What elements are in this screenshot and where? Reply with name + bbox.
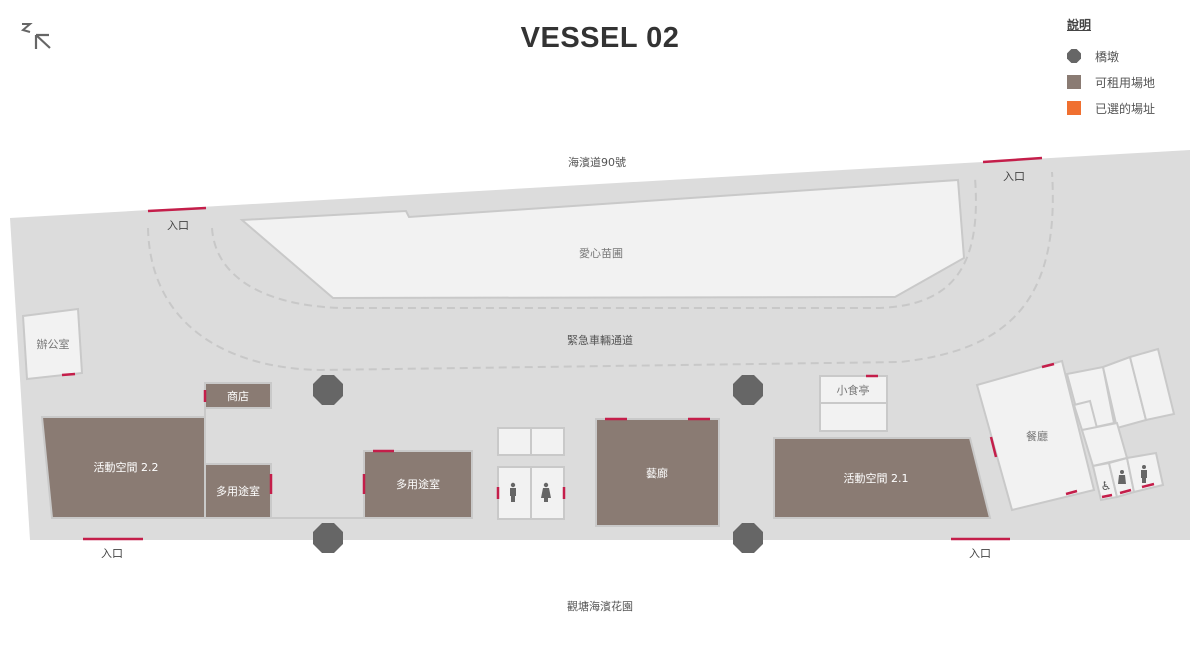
- room-nursery[interactable]: [239, 178, 966, 300]
- room-shop[interactable]: [204, 382, 272, 409]
- legend-label: 已選的場址: [1095, 101, 1156, 116]
- legend-label: 可租用場地: [1095, 75, 1156, 90]
- entrance-door: [147, 206, 207, 213]
- legend-label: 橋墩: [1095, 49, 1120, 64]
- entrance-label: 入口: [969, 547, 991, 560]
- storage-room: [497, 427, 532, 456]
- page-title: VESSEL 02: [520, 22, 680, 54]
- room-label-gallery: 藝廊: [646, 466, 668, 480]
- legend-item-rentable: 可租用場地: [1067, 69, 1155, 95]
- rentable-swatch-icon: [1067, 75, 1081, 89]
- pillar-octagon-icon: [1067, 49, 1081, 63]
- emergency-lane-inner: [211, 177, 977, 309]
- legend-item-pillar: 橋墩: [1067, 43, 1155, 69]
- legend-title: 說明: [1067, 18, 1092, 32]
- male-icon: [1141, 465, 1147, 483]
- park-label: 觀塘海濱花園: [567, 599, 633, 613]
- emergency-lane-label: 緊急車輛通道: [567, 333, 633, 347]
- entrance-label: 入口: [1003, 170, 1025, 183]
- entrance-label: 入口: [167, 219, 189, 232]
- male-icon: [510, 482, 516, 502]
- legend-item-selected: 已選的場址: [1067, 95, 1155, 121]
- room-label-multi-large: 多用途室: [396, 477, 440, 491]
- room-label-restaurant: 餐廳: [1026, 429, 1048, 443]
- emergency-lane-outer: [147, 171, 1054, 372]
- room-label-nursery: 愛心苗圃: [579, 247, 623, 260]
- room-office[interactable]: [21, 307, 84, 381]
- room-label-activity-2-1: 活動空間 2.1: [844, 471, 909, 485]
- pillar-icon: [313, 375, 343, 405]
- legend: 說明 橋墩 可租用場地 已選的場址: [1067, 16, 1155, 121]
- storage-room: [530, 427, 565, 456]
- pillar-icon: [313, 523, 343, 553]
- selected-swatch-icon: [1067, 101, 1081, 115]
- room-label-shop: 商店: [227, 389, 249, 403]
- room-label-office: 辦公室: [37, 337, 70, 351]
- entrance-label: 入口: [101, 547, 123, 560]
- collapse-arrows-icon[interactable]: [18, 18, 54, 54]
- room-gallery[interactable]: [595, 418, 720, 527]
- room-label-multi-small: 多用途室: [216, 484, 260, 498]
- room-activity-2-1[interactable]: [773, 437, 992, 519]
- room-multi-purpose-large[interactable]: [363, 450, 473, 519]
- pillars: [313, 375, 763, 553]
- service-room: [1128, 347, 1176, 422]
- road-label: 海濱道90號: [568, 155, 626, 169]
- female-icon: [1118, 470, 1126, 484]
- wheelchair-icon: ♿: [1101, 479, 1112, 493]
- pillar-icon: [733, 375, 763, 405]
- room-restaurant[interactable]: [975, 359, 1096, 512]
- female-icon: [541, 482, 551, 502]
- room-label-activity-2-2: 活動空間 2.2: [94, 460, 159, 474]
- pillar-icon: [733, 523, 763, 553]
- entrance-door: [982, 156, 1043, 164]
- room-label-kiosk: 小食亭: [837, 383, 870, 397]
